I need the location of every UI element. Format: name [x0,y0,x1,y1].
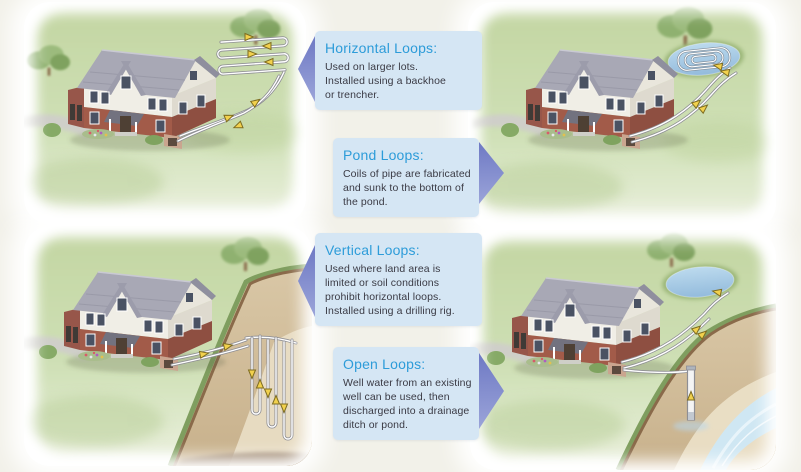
callout-horizontal-loops: Horizontal Loops: Used on larger lots. I… [298,31,482,110]
callout-body: Used where land area is limited or soil … [325,263,455,317]
pond [664,40,744,78]
callout-title: Open Loops: [343,356,426,372]
callout-body: Well water from an existing well can be … [343,377,472,431]
panel-horizontal-loops [24,2,306,224]
callout-open-loops: Open Loops: Well water from an existing … [333,347,504,440]
callout-title: Pond Loops: [343,147,424,163]
stream [700,388,776,470]
panel-vertical-loops [24,226,312,466]
callout-title: Horizontal Loops: [325,40,438,56]
pond-coil-pipes [676,46,732,72]
callout-title: Vertical Loops: [325,242,420,258]
callout-vertical-loops: Vertical Loops: Used where land area is … [298,233,482,326]
callout-body: Used on larger lots. Installed using a b… [325,61,446,101]
callout-body: Coils of pipe are fabricated and sunk to… [343,168,471,208]
open-loops-illustration [470,230,776,470]
callout-pond-loops: Pond Loops: Coils of pipe are fabricated… [333,138,504,217]
horizontal-loops-illustration [24,8,304,214]
vertical-loops-illustration [24,232,312,466]
pond-loops-illustration [468,2,773,220]
pond [662,264,738,300]
panel-pond-loops [468,2,776,230]
panel-open-loops [470,230,776,470]
